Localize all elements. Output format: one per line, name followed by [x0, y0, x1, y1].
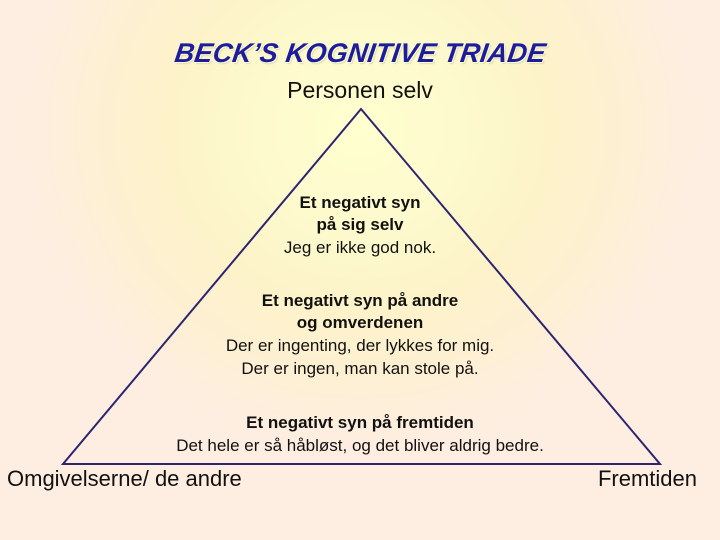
- block-others-heading-line1: Et negativt syn på andre: [261, 291, 459, 310]
- block-self-heading-line2: på sig selv: [316, 215, 404, 234]
- corner-label-left: Omgivelserne/ de andre: [7, 466, 242, 491]
- triad-block-others: Et negativt syn på andre og omverdenen D…: [0, 290, 720, 380]
- apex-label: Personen selv: [287, 77, 433, 103]
- block-others-body-line2: Der er ingen, man kan stole på.: [241, 359, 479, 378]
- block-others-body-line1: Der er ingenting, der lykkes for mig.: [225, 336, 495, 355]
- block-others-heading-line2: og omverdenen: [296, 313, 424, 332]
- block-future-heading-line1: Et negativt syn på fremtiden: [246, 413, 474, 432]
- slide-title: BECK’S KOGNITIVE TRIADE: [0, 38, 720, 69]
- corner-label-right: Fremtiden: [597, 466, 697, 491]
- triangle-shape: [60, 107, 663, 465]
- triad-block-future: Et negativt syn på fremtiden Det hele er…: [0, 412, 720, 457]
- block-self-body-line1: Jeg er ikke god nok.: [283, 238, 437, 257]
- triad-block-self: Et negativt syn på sig selv Jeg er ikke …: [0, 192, 720, 259]
- slide-title-text: BECK’S KOGNITIVE TRIADE: [172, 38, 548, 68]
- block-self-heading-line1: Et negativt syn: [299, 193, 421, 212]
- block-future-body-line1: Det hele er så håbløst, og det bliver al…: [176, 436, 544, 455]
